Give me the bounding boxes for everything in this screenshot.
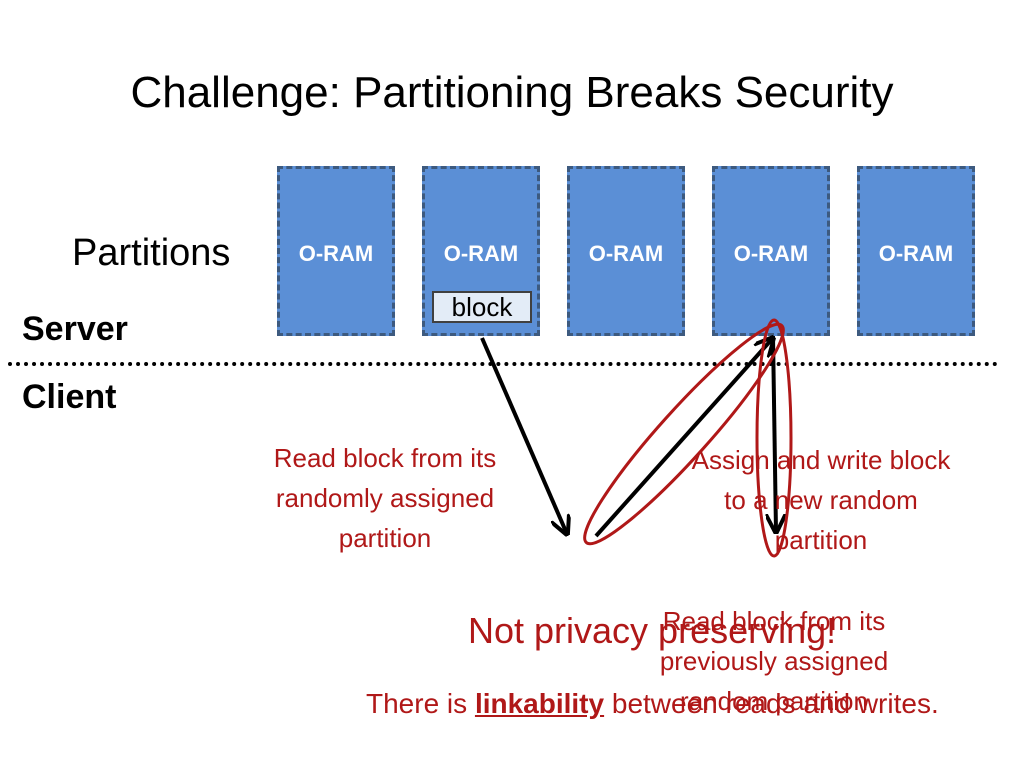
server-label: Server (22, 310, 128, 348)
linkability-prefix: There is (366, 688, 475, 719)
read-link-ellipse (755, 318, 793, 558)
linkability-suffix: between reads and writes. (604, 688, 939, 719)
oram-partition-label: O-RAM (443, 241, 519, 266)
oram-partition-1: O-RAM (277, 166, 395, 336)
not-private-warning: Not privacy preserving! (468, 610, 837, 651)
slide-title: Challenge: Partitioning Breaks Security (130, 68, 894, 117)
partitions-label: Partitions (72, 232, 231, 274)
oram-partition-label: O-RAM (733, 241, 809, 266)
oram-partition-3: O-RAM (567, 166, 685, 336)
server-client-divider (8, 362, 998, 366)
read-annotation: Read block from its randomly assigned pa… (273, 443, 497, 553)
write-link-ellipse (583, 322, 785, 546)
write-annotation: Assign and write block to a new random p… (691, 445, 951, 555)
linkability-statement: There is linkability between reads and w… (366, 688, 939, 720)
client-label: Client (22, 378, 117, 416)
oram-partition-5: O-RAM (857, 166, 975, 336)
read-arrow (480, 337, 567, 534)
next-read-arrow (773, 335, 776, 532)
write-arrow (594, 338, 773, 538)
oram-partition-label: O-RAM (298, 241, 374, 266)
oram-partition-label: O-RAM (588, 241, 664, 266)
block-box: block (432, 291, 532, 323)
oram-partition-label: O-RAM (878, 241, 954, 266)
previous-read-annotation: Read block from its previously assigned … (659, 606, 889, 716)
linkability-keyword: linkability (474, 688, 605, 719)
